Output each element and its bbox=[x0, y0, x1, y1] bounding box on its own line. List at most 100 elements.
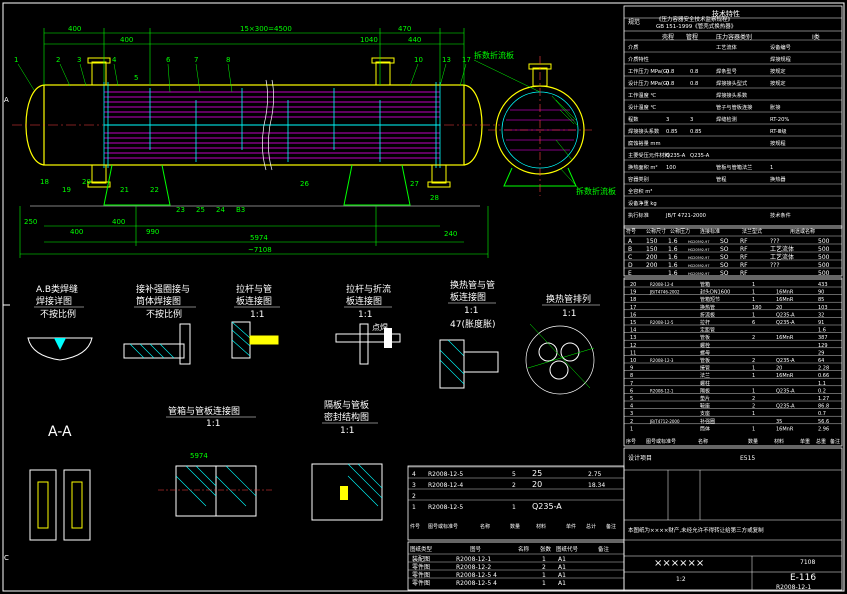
bom-cell: 86.8 bbox=[818, 404, 829, 410]
drawings-cell: 2 bbox=[542, 564, 546, 571]
bom-cell: 接管 bbox=[700, 365, 710, 372]
dimension-text: 250 bbox=[24, 218, 37, 226]
dimension-lines-bottom bbox=[19, 206, 489, 258]
dimension-text: 400 bbox=[120, 36, 133, 44]
nozzle-head: 公称压力 bbox=[670, 228, 690, 235]
bom-cell: 1.6 bbox=[818, 328, 826, 334]
bom-cell: 补强圈 bbox=[700, 418, 715, 425]
bom-cell: 29 bbox=[818, 350, 824, 356]
bom-cell: 1 bbox=[752, 388, 755, 394]
callout-fixed-tubesheet: 拆数折流板 bbox=[474, 50, 514, 60]
part-label: B3 bbox=[236, 206, 245, 214]
bom-cell: 20 bbox=[630, 282, 636, 288]
part-label: 25 bbox=[196, 206, 205, 214]
bom-head: 数量 bbox=[748, 438, 758, 445]
nozzle-cell: HG20592-97 bbox=[688, 240, 710, 244]
detail-scale: 1:1 bbox=[562, 309, 576, 319]
col-head: Ⅰ类 bbox=[812, 33, 820, 41]
tech-cell: RT-Ⅲ级 bbox=[770, 127, 787, 135]
tie-rod bbox=[249, 335, 279, 345]
expansion-note: 47(胀度胀) bbox=[450, 318, 495, 330]
nozzle-flange bbox=[427, 181, 451, 188]
bom-head: 总重 bbox=[816, 438, 826, 445]
bom-cell: 32 bbox=[818, 312, 824, 318]
detail-scale: 1:1 bbox=[464, 306, 478, 316]
bom-cell: 2 bbox=[752, 404, 755, 410]
detail-weld: A.B类焊缝 焊接详图 不按比例 bbox=[27, 283, 93, 361]
nozzle-cell: 1.6 bbox=[668, 262, 678, 269]
bom-cell: JB/T4712-2000 bbox=[649, 419, 680, 424]
bom-cell: 18 bbox=[630, 297, 636, 303]
tech-cell: 3 bbox=[666, 117, 669, 123]
design-item-label: 设计项目 bbox=[628, 454, 652, 462]
bom-cell: 螺母 bbox=[700, 349, 710, 356]
nozzle-c bbox=[91, 164, 107, 184]
tech-cell: 设计温度 ℃ bbox=[628, 103, 656, 111]
section-inner bbox=[71, 481, 83, 529]
nozzle-cell: C bbox=[628, 254, 632, 261]
tech-cell: 0.85 bbox=[666, 129, 678, 135]
tech-cell: 设备净重 kg bbox=[628, 199, 657, 207]
detail-reinforcing-pad: 接补强圈接与 筒体焊接图 不按比例 bbox=[123, 283, 196, 365]
bom-cell: 14 bbox=[630, 328, 636, 334]
seal-hatch bbox=[347, 463, 383, 507]
nozzle-cell: 500 bbox=[818, 238, 830, 245]
nozzle-cell: SO bbox=[720, 270, 729, 277]
tech-cell: 0.8 bbox=[690, 81, 698, 87]
callout-leader bbox=[473, 59, 541, 93]
bom-cell: 管箱 bbox=[700, 281, 710, 288]
nozzle-cell: RF bbox=[740, 246, 748, 253]
bom-cell: 90 bbox=[818, 290, 824, 296]
nozzle-cell: ??? bbox=[770, 238, 780, 245]
part-label: 1 bbox=[14, 56, 18, 64]
bom-cell: 5 bbox=[630, 396, 633, 402]
baffle-plate bbox=[359, 323, 369, 365]
detail-title: 筒体焊接图 bbox=[136, 295, 181, 307]
tech-cell: 换热器 bbox=[770, 175, 786, 183]
dimension-text: 5974 bbox=[250, 234, 268, 242]
bom-cell: 12 bbox=[630, 343, 636, 349]
section-a-a: A-A bbox=[29, 424, 91, 541]
bom-cell: 支座 bbox=[700, 410, 710, 417]
bom-cell: R2008-12-4 bbox=[650, 282, 674, 287]
drawings-cell: 1 bbox=[542, 556, 546, 563]
bom-cell: 4 bbox=[630, 404, 633, 410]
tech-cell: 焊接接头型式 bbox=[716, 79, 748, 87]
bom-head: 材料 bbox=[774, 438, 784, 445]
detail-scale: 不按比例 bbox=[40, 308, 76, 320]
nozzle-cell: 200 bbox=[646, 262, 658, 269]
parts-cell: 20 bbox=[532, 480, 542, 489]
col-head: 壳程 bbox=[662, 33, 674, 41]
parts-cell: 4 bbox=[412, 471, 416, 478]
drawings-head: 名称 bbox=[518, 545, 530, 553]
nozzle-cell: 1.6 bbox=[668, 270, 678, 277]
saddle-support-right bbox=[343, 164, 411, 206]
parts-cell: 1 bbox=[412, 504, 416, 511]
bom-cell: 垫片 bbox=[700, 395, 710, 402]
tech-cell: 管板与管箱法兰 bbox=[716, 163, 752, 171]
bom-cell: 2 bbox=[630, 419, 633, 425]
bom-cell: 0.7 bbox=[818, 411, 826, 417]
bom-cell: Q235-A bbox=[776, 388, 795, 394]
bom-cell: 拉杆 bbox=[700, 319, 710, 326]
drawings-cell: 1 bbox=[542, 580, 546, 587]
part-label: 7 bbox=[194, 56, 198, 64]
part-label: 20 bbox=[82, 178, 91, 186]
tech-table: 技术特性 规范 《压力容器安全技术监察规程》 GB 151-1999《管壳式换热… bbox=[623, 5, 843, 229]
nozzle-head: 公称尺寸 bbox=[646, 228, 666, 235]
bom-cell: R2008-12-1 bbox=[650, 388, 674, 393]
bom-cell: 螺栓 bbox=[700, 342, 710, 349]
drawings-cell: A1 bbox=[558, 572, 566, 579]
end-view: 拆数折流板 拆数折流板 bbox=[473, 50, 616, 196]
tech-cell: 100 bbox=[666, 165, 676, 171]
parts-head: 件号 bbox=[410, 523, 420, 530]
dimension-text: 240 bbox=[444, 230, 457, 238]
parts-head: 单件 bbox=[566, 523, 576, 530]
drawings-head: 张数 bbox=[540, 545, 552, 553]
bom-cell: 16MnR bbox=[776, 335, 794, 341]
nozzle-cell: 工艺流体 bbox=[770, 253, 794, 261]
tech-cell: 介质特性 bbox=[628, 55, 649, 63]
